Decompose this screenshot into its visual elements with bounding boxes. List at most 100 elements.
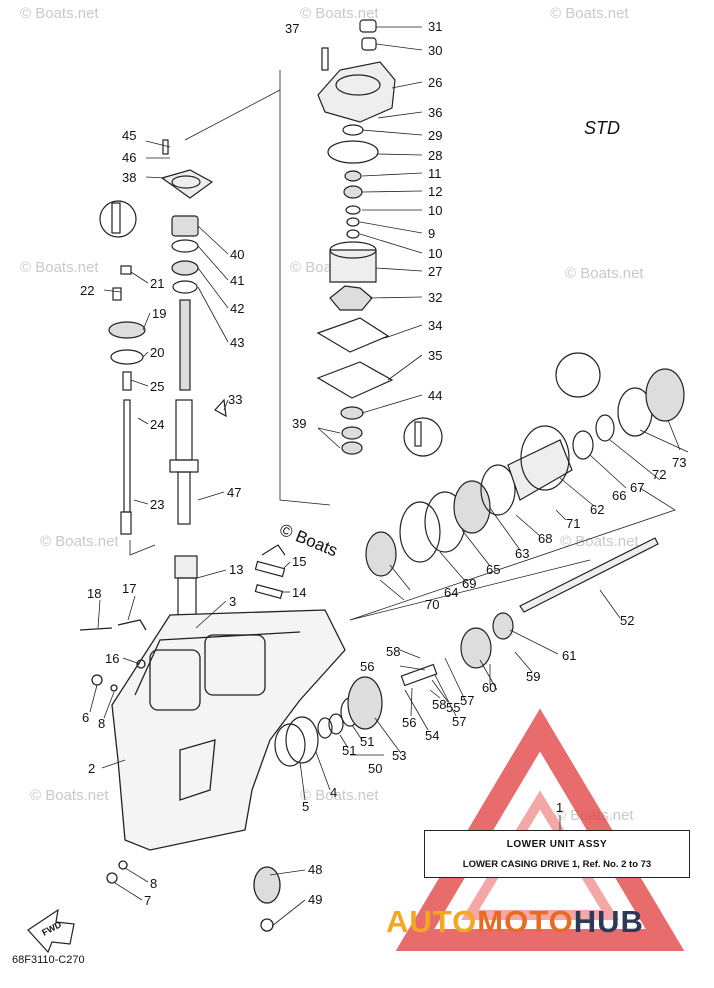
callout: 5 bbox=[302, 799, 309, 814]
callout: 26 bbox=[428, 75, 442, 90]
automotohub-logo: AUTOMOTOHUB bbox=[386, 904, 644, 940]
callout: 12 bbox=[428, 184, 442, 199]
callout: 58 bbox=[432, 697, 446, 712]
callout: 38 bbox=[122, 170, 136, 185]
callout: 48 bbox=[308, 862, 322, 877]
callout: 25 bbox=[150, 379, 164, 394]
watermark: © Boats.net bbox=[40, 533, 119, 550]
callout: 9 bbox=[428, 226, 435, 241]
callout: 16 bbox=[105, 651, 119, 666]
watermark: © Boats.net bbox=[300, 787, 379, 804]
callout: 22 bbox=[80, 283, 94, 298]
callout: 39 bbox=[292, 416, 306, 431]
watermark: © Boats.net bbox=[300, 5, 379, 22]
callout: 37 bbox=[285, 21, 299, 36]
callout: 69 bbox=[462, 576, 476, 591]
drive-shaft-assembly bbox=[99, 139, 286, 647]
callout: 54 bbox=[425, 728, 439, 743]
logo-part-hub: HUB bbox=[573, 904, 644, 939]
callout: 20 bbox=[150, 345, 164, 360]
callout: 47 bbox=[227, 485, 241, 500]
logo-part-auto: AUTO bbox=[386, 904, 478, 939]
callout: 52 bbox=[620, 613, 634, 628]
callout: 51 bbox=[360, 734, 374, 749]
watermark: © Boats.net bbox=[550, 5, 629, 22]
callout: 56 bbox=[360, 659, 374, 674]
leader-lines bbox=[89, 26, 689, 927]
callout: 67 bbox=[630, 480, 644, 495]
callout-labels: 37 3 1 30 26 36 29 28 11 12 10 9 10 27 32… bbox=[80, 19, 686, 908]
callout: 64 bbox=[444, 585, 458, 600]
callout: 19 bbox=[152, 306, 166, 321]
watermark: © Boats.net bbox=[20, 259, 99, 276]
callout: 1 bbox=[556, 800, 563, 815]
callout: 18 bbox=[87, 586, 101, 601]
callout: 42 bbox=[230, 301, 244, 316]
callout: 50 bbox=[368, 761, 382, 776]
callout: 43 bbox=[230, 335, 244, 350]
callout: 66 bbox=[612, 488, 626, 503]
callout: 62 bbox=[590, 502, 604, 517]
callout: 61 bbox=[562, 648, 576, 663]
callout: 49 bbox=[308, 892, 322, 907]
callout: 28 bbox=[428, 148, 442, 163]
callout: 65 bbox=[486, 562, 500, 577]
callout: 30 bbox=[428, 43, 442, 58]
lower-casing bbox=[79, 609, 346, 932]
callout: 7 bbox=[144, 893, 151, 908]
callout: 70 bbox=[425, 597, 439, 612]
callout: 72 bbox=[652, 467, 666, 482]
callout: 53 bbox=[392, 748, 406, 763]
callout: 23 bbox=[150, 497, 164, 512]
callout: 57 bbox=[460, 693, 474, 708]
watermark: © Boats.net bbox=[30, 787, 109, 804]
callout: 35 bbox=[428, 348, 442, 363]
callout: 63 bbox=[515, 546, 529, 561]
diagram-code: 68F3110-C270 bbox=[12, 954, 85, 966]
std-label: STD bbox=[584, 118, 620, 138]
callout: 10 bbox=[428, 246, 442, 261]
assy-subtitle: LOWER CASING DRIVE 1, Ref. No. 2 to 73 bbox=[462, 859, 652, 870]
callout: 13 bbox=[229, 562, 243, 577]
callout: 56 bbox=[402, 715, 416, 730]
watermark: © Boats.net bbox=[565, 265, 644, 282]
callout: 36 bbox=[428, 105, 442, 120]
callout: 68 bbox=[538, 531, 552, 546]
callout: 10 bbox=[428, 203, 442, 218]
callout: 59 bbox=[526, 669, 540, 684]
callout: 11 bbox=[428, 166, 442, 181]
callout: 55 bbox=[446, 700, 460, 715]
callout: 24 bbox=[150, 417, 164, 432]
watermark: © Boats.net bbox=[560, 533, 639, 550]
logo-part-moto: MOTO bbox=[477, 904, 574, 939]
watermarks: © Boats.net © Boats.net © Boats.net © Bo… bbox=[20, 5, 644, 824]
water-pump-assembly bbox=[316, 19, 443, 457]
callout: 8 bbox=[150, 876, 157, 891]
callout: 51 bbox=[342, 743, 356, 758]
callout: 8 bbox=[98, 716, 105, 731]
callout: 73 bbox=[672, 455, 686, 470]
lower-unit-assy-box: LOWER UNIT ASSY LOWER CASING DRIVE 1, Re… bbox=[424, 830, 690, 878]
propeller-shaft-assembly bbox=[261, 352, 685, 767]
callout: 46 bbox=[122, 150, 136, 165]
callout: 58 bbox=[386, 644, 400, 659]
callout: 21 bbox=[150, 276, 164, 291]
callout: 29 bbox=[428, 128, 442, 143]
fwd-arrow-icon: FWD bbox=[27, 908, 75, 954]
callout: 3 bbox=[229, 594, 236, 609]
watermark: © Boats.net bbox=[20, 5, 99, 22]
callout: 33 bbox=[228, 392, 242, 407]
callout: 71 bbox=[566, 516, 580, 531]
callout: 57 bbox=[452, 714, 466, 729]
callout: 32 bbox=[428, 290, 442, 305]
callout: 14 bbox=[292, 585, 306, 600]
callout: 4 bbox=[330, 785, 337, 800]
callout: 44 bbox=[428, 388, 442, 403]
callout: 15 bbox=[292, 554, 306, 569]
callout: 40 bbox=[230, 247, 244, 262]
callout: 41 bbox=[230, 273, 244, 288]
callout: 27 bbox=[428, 264, 442, 279]
callout: 60 bbox=[482, 680, 496, 695]
callout: 34 bbox=[428, 318, 442, 333]
